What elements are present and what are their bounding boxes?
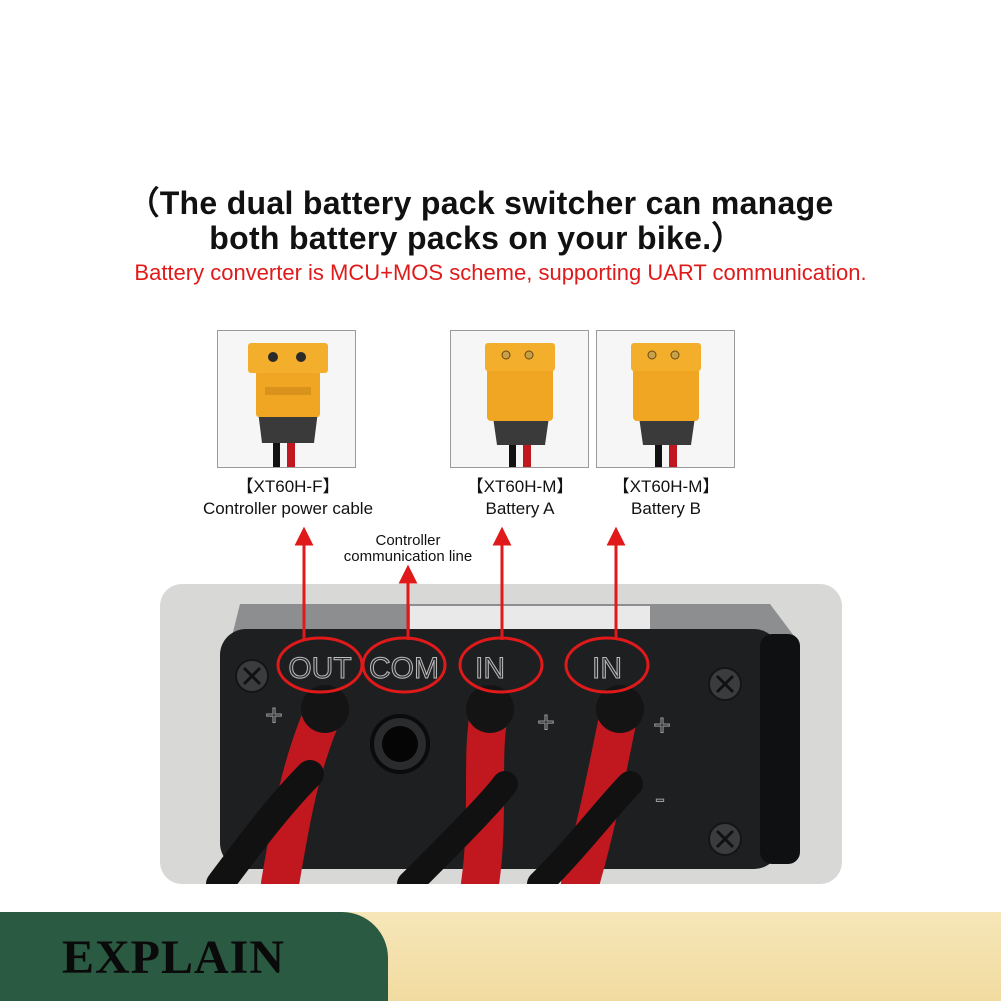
label-communication-line: Controller communication line <box>318 533 498 565</box>
port-label-in-a: IN <box>475 652 505 685</box>
headline-line-2: both battery packs on your bike.） <box>209 220 744 256</box>
footer-explain-label: EXPLAIN <box>62 931 286 984</box>
connector-code: 【XT60H-F】 <box>236 477 340 496</box>
polarity-plus-b: + <box>653 709 671 742</box>
connector-code: 【XT60H-M】 <box>612 477 720 496</box>
headline-line-1: （The dual battery pack switcher can mana… <box>127 185 834 221</box>
comm-line-1: Controller <box>375 532 441 549</box>
port-label-out: OUT <box>288 652 351 685</box>
polarity-plus-out: + <box>265 699 283 732</box>
connector-photo-xt60h-m-battery-b <box>596 330 735 468</box>
label-battery-a: 【XT60H-M】 Battery A <box>440 476 600 520</box>
connector-photo-xt60h-f <box>217 330 356 468</box>
connector-code: 【XT60H-M】 <box>466 477 574 496</box>
subheadline: Battery converter is MCU+MOS scheme, sup… <box>134 260 867 285</box>
footer-tab <box>0 912 388 1001</box>
polarity-plus-a: + <box>537 706 555 739</box>
connector-desc: Controller power cable <box>202 499 374 518</box>
comm-line-2: communication line <box>343 548 473 565</box>
connector-photo-xt60h-m-battery-a <box>450 330 589 468</box>
port-label-com: COM <box>369 652 439 685</box>
connector-desc: Battery B <box>631 499 701 518</box>
port-label-in-b: IN <box>592 652 622 685</box>
connector-desc: Battery A <box>485 499 555 518</box>
polarity-minus-b: - <box>655 782 665 815</box>
label-battery-b: 【XT60H-M】 Battery B <box>586 476 746 520</box>
label-controller-power: 【XT60H-F】 Controller power cable <box>168 476 408 520</box>
